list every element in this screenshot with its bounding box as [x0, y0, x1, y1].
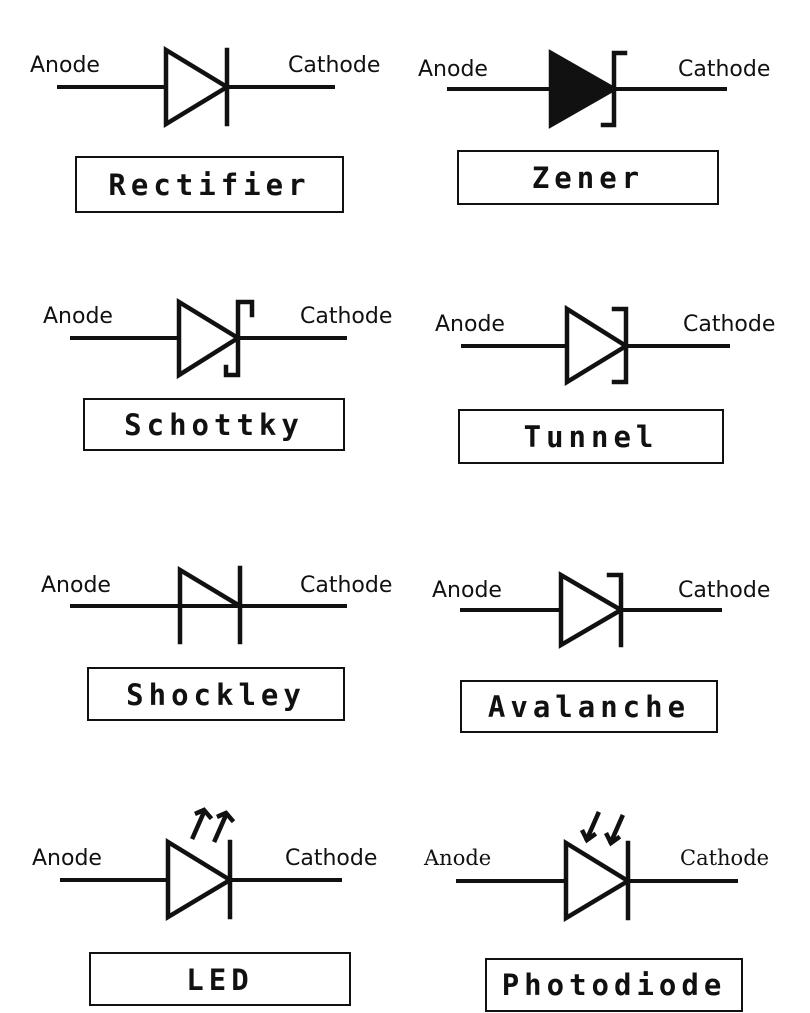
avalanche-name-box — [460, 680, 718, 733]
led-panel: Anode Cathode LED — [32, 807, 377, 1006]
zener-anode-label: Anode — [418, 57, 488, 82]
zener-name-box — [457, 150, 719, 205]
avalanche-panel: Anode Cathode Avalanche — [432, 571, 770, 733]
schottky-name-box — [83, 398, 345, 451]
schottky-cathode-label: Cathode — [300, 304, 392, 329]
tunnel-diode-symbol — [461, 304, 730, 387]
shockley-diode-symbol — [70, 565, 347, 645]
light-emission-arrows-icon — [190, 807, 236, 843]
avalanche-name: Avalanche — [488, 690, 690, 724]
photodiode-cathode-label: Cathode — [680, 846, 769, 870]
led-name-box — [89, 952, 351, 1006]
zener-name: Zener — [532, 161, 644, 195]
photodiode-name-box — [485, 958, 743, 1012]
tunnel-panel: Anode Cathode Tunnel — [435, 304, 775, 464]
rectifier-anode-label: Anode — [30, 53, 100, 78]
photodiode-name: Photodiode — [502, 968, 727, 1002]
shockley-anode-label: Anode — [41, 573, 111, 598]
schottky-diode-symbol — [70, 297, 347, 380]
led-name: LED — [186, 963, 253, 997]
photodiode-anode-label: Anode — [423, 846, 491, 870]
rectifier-diode-symbol — [57, 46, 335, 128]
rectifier-name: Rectifier — [108, 168, 310, 202]
led-cathode-label: Cathode — [285, 846, 377, 871]
schottky-panel: Anode Cathode Schottky — [43, 297, 392, 451]
shockley-cathode-label: Cathode — [300, 573, 392, 598]
tunnel-name-box — [458, 409, 724, 464]
avalanche-cathode-label: Cathode — [678, 578, 770, 603]
avalanche-anode-label: Anode — [432, 578, 502, 603]
avalanche-diode-symbol — [460, 571, 722, 649]
shockley-name-box — [87, 667, 345, 721]
rectifier-panel: Anode Cathode Rectifier — [30, 46, 380, 213]
tunnel-anode-label: Anode — [435, 312, 505, 337]
photodiode-diode-symbol — [456, 838, 738, 922]
tunnel-name: Tunnel — [524, 420, 659, 454]
led-diode-symbol — [60, 837, 342, 921]
shockley-name: Shockley — [126, 678, 306, 712]
tunnel-cathode-label: Cathode — [683, 312, 775, 337]
shockley-panel: Anode Cathode Shockley — [41, 565, 392, 721]
schottky-name: Schottky — [124, 408, 304, 442]
schottky-anode-label: Anode — [43, 304, 113, 329]
rectifier-name-box — [75, 156, 344, 213]
incident-light-arrows-icon — [579, 811, 625, 847]
led-anode-label: Anode — [32, 846, 102, 871]
zener-panel: Anode Cathode Zener — [418, 49, 770, 205]
zener-cathode-label: Cathode — [678, 57, 770, 82]
rectifier-cathode-label: Cathode — [288, 53, 380, 78]
photodiode-panel: Anode Cathode Photodiode — [423, 811, 769, 1012]
zener-diode-symbol — [447, 49, 727, 129]
